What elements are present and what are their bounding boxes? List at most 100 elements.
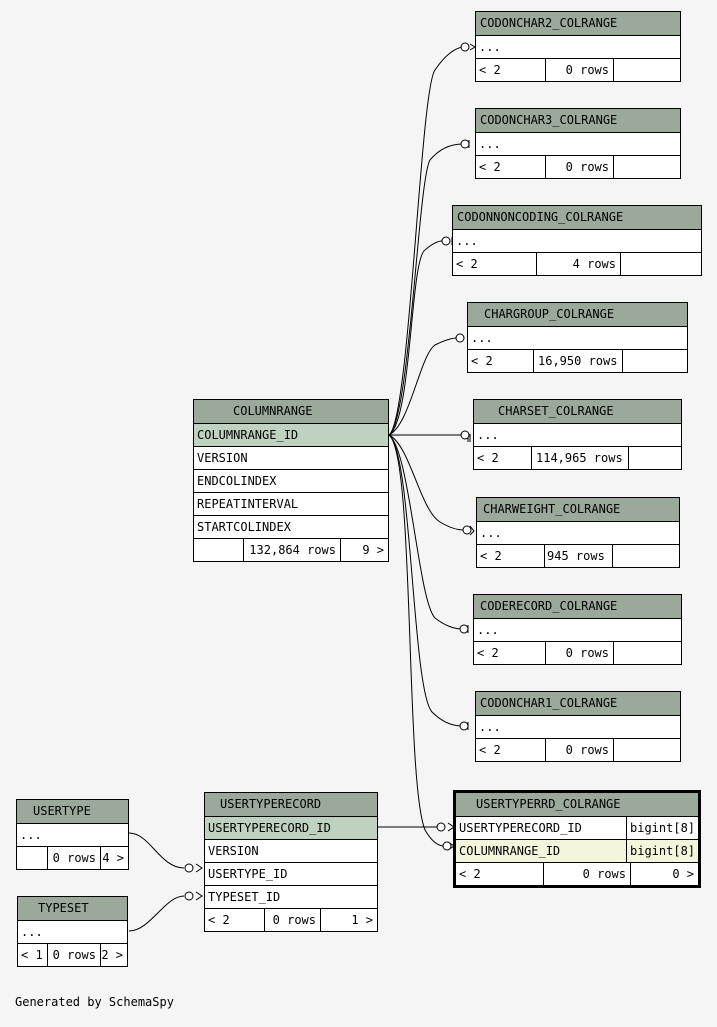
parent-count[interactable]: < 2 (453, 253, 537, 275)
table-header[interactable]: CODONCHAR1_COLRANGE (476, 692, 680, 716)
edge-columnrange-codonchar2 (388, 46, 464, 436)
parent-count[interactable]: < 2 (476, 739, 546, 761)
parent-count[interactable]: < 2 (476, 156, 546, 178)
column-row: ... (18, 921, 127, 944)
table-header[interactable]: CODONCHAR3_COLRANGE (476, 109, 680, 133)
row-count: 16,950 rows (534, 350, 623, 372)
column-row: ... (476, 133, 680, 156)
row-count: 0 rows (546, 739, 614, 761)
table-charweight-colrange[interactable]: CHARWEIGHT_COLRANGE ... < 2 945 rows (476, 497, 680, 568)
table-footer: < 2 0 rows (476, 739, 680, 761)
child-count[interactable]: 9 > (362, 543, 384, 557)
child-count[interactable]: 2 > (101, 948, 123, 962)
table-typeset[interactable]: TYPESET ... < 1 0 rows 2 > (17, 896, 128, 967)
child-count (614, 739, 680, 761)
column-row-primary-key: USERTYPERECORD_ID (205, 817, 377, 840)
child-count[interactable]: 4 > (102, 851, 124, 865)
parent-count[interactable]: < 2 (456, 863, 544, 885)
row-count: 945 rows (545, 545, 613, 567)
edge-usertype-usertyperecord (128, 832, 185, 869)
table-charset-colrange[interactable]: CHARSET_COLRANGE ... < 2 114,965 rows (473, 399, 682, 470)
table-codonchar1-colrange[interactable]: CODONCHAR1_COLRANGE ... < 2 0 rows (475, 691, 681, 762)
column-row-primary-key: COLUMNRANGE_ID (194, 424, 388, 447)
row-count: 0 rows (546, 156, 614, 178)
table-usertype[interactable]: USERTYPE ... 0 rows 4 > (16, 799, 129, 870)
table-header[interactable]: CODONNONCODING_COLRANGE (453, 206, 701, 230)
child-count[interactable]: 1 > (351, 913, 373, 927)
parent-count[interactable]: < 2 (476, 59, 546, 81)
column-row: ... (468, 327, 687, 350)
edge-columnrange-codonnoncoding (388, 240, 443, 436)
table-codonnoncoding-colrange[interactable]: CODONNONCODING_COLRANGE ... < 2 4 rows (452, 205, 702, 276)
child-count (614, 642, 681, 664)
table-footer: 132,864 rows 9 > (194, 539, 388, 561)
edge-columnrange-charweight (388, 434, 465, 531)
child-count (614, 59, 680, 81)
table-footer: < 2 0 rows 1 > (205, 909, 377, 931)
column-row-highlighted: COLUMNRANGE_ID bigint[8] (456, 840, 698, 863)
table-footer: < 2 945 rows (477, 545, 679, 567)
column-row: VERSION (205, 840, 377, 863)
row-count: 0 rows (265, 909, 321, 931)
column-row: STARTCOLINDEX (194, 516, 388, 539)
table-header[interactable]: CODERECORD_COLRANGE (474, 595, 681, 619)
column-row: ... (453, 230, 701, 253)
table-footer: < 2 4 rows (453, 253, 701, 275)
column-row: ... (474, 619, 681, 642)
row-count: 114,965 rows (532, 447, 629, 469)
child-count (614, 156, 680, 178)
table-header[interactable]: USERTYPERECORD (205, 793, 377, 817)
table-footer: < 2 16,950 rows (468, 350, 687, 372)
table-header[interactable]: CODONCHAR2_COLRANGE (476, 12, 680, 36)
column-row: USERTYPERECORD_ID bigint[8] (456, 817, 698, 840)
edge-columnrange-codonchar1 (388, 434, 463, 727)
table-header[interactable]: CHARWEIGHT_COLRANGE (477, 498, 679, 522)
table-codonchar3-colrange[interactable]: CODONCHAR3_COLRANGE ... < 2 0 rows (475, 108, 681, 179)
child-count (623, 350, 687, 372)
table-columnrange[interactable]: COLUMNRANGE COLUMNRANGE_ID VERSION ENDCO… (193, 399, 389, 562)
edge-columnrange-codonchar3 (388, 143, 464, 436)
column-row: ... (17, 824, 128, 847)
parent-count[interactable]: < 2 (477, 545, 545, 567)
child-count (613, 545, 679, 567)
table-footer: 0 rows 4 > (17, 847, 128, 869)
row-count: 0 rows (546, 59, 614, 81)
parent-count[interactable]: < 2 (205, 909, 265, 931)
edge-columnrange-chargroup (388, 337, 458, 436)
child-count (621, 253, 701, 275)
table-codonchar2-colrange[interactable]: CODONCHAR2_COLRANGE ... < 2 0 rows (475, 11, 681, 82)
edge-columnrange-coderecord (388, 434, 463, 630)
column-row: TYPESET_ID (205, 886, 377, 909)
table-header[interactable]: CHARSET_COLRANGE (474, 400, 681, 424)
parent-count[interactable]: < 2 (468, 350, 534, 372)
parent-count[interactable]: < 1 (18, 944, 48, 966)
table-header[interactable]: CHARGROUP_COLRANGE (468, 303, 687, 327)
row-count: 0 rows (48, 847, 101, 869)
row-count: 0 rows (48, 944, 101, 966)
child-count[interactable]: 0 > (672, 867, 694, 881)
parent-count (194, 539, 244, 561)
table-usertyperecord[interactable]: USERTYPERECORD USERTYPERECORD_ID VERSION… (204, 792, 378, 932)
child-count (629, 447, 681, 469)
row-count: 0 rows (546, 642, 614, 664)
edge-columnrange-usertyperd (388, 434, 445, 847)
table-header[interactable]: COLUMNRANGE (194, 400, 388, 424)
table-header[interactable]: TYPESET (18, 897, 127, 921)
parent-count (17, 847, 48, 869)
column-row: VERSION (194, 447, 388, 470)
column-type: bigint[8] (626, 840, 698, 862)
table-footer: < 2 0 rows (476, 59, 680, 81)
table-usertyperrd-colrange[interactable]: USERTYPERRD_COLRANGE USERTYPERECORD_ID b… (453, 790, 701, 888)
column-type: bigint[8] (626, 817, 698, 839)
table-footer: < 2 0 rows 0 > (456, 863, 698, 885)
table-chargroup-colrange[interactable]: CHARGROUP_COLRANGE ... < 2 16,950 rows (467, 302, 688, 373)
table-header[interactable]: USERTYPE (17, 800, 128, 824)
column-row: ENDCOLINDEX (194, 470, 388, 493)
table-coderecord-colrange[interactable]: CODERECORD_COLRANGE ... < 2 0 rows (473, 594, 682, 665)
parent-count[interactable]: < 2 (474, 447, 532, 469)
column-row: REPEATINTERVAL (194, 493, 388, 516)
column-row: ... (477, 522, 679, 545)
parent-count[interactable]: < 2 (474, 642, 546, 664)
table-header[interactable]: USERTYPERRD_COLRANGE (456, 793, 698, 817)
